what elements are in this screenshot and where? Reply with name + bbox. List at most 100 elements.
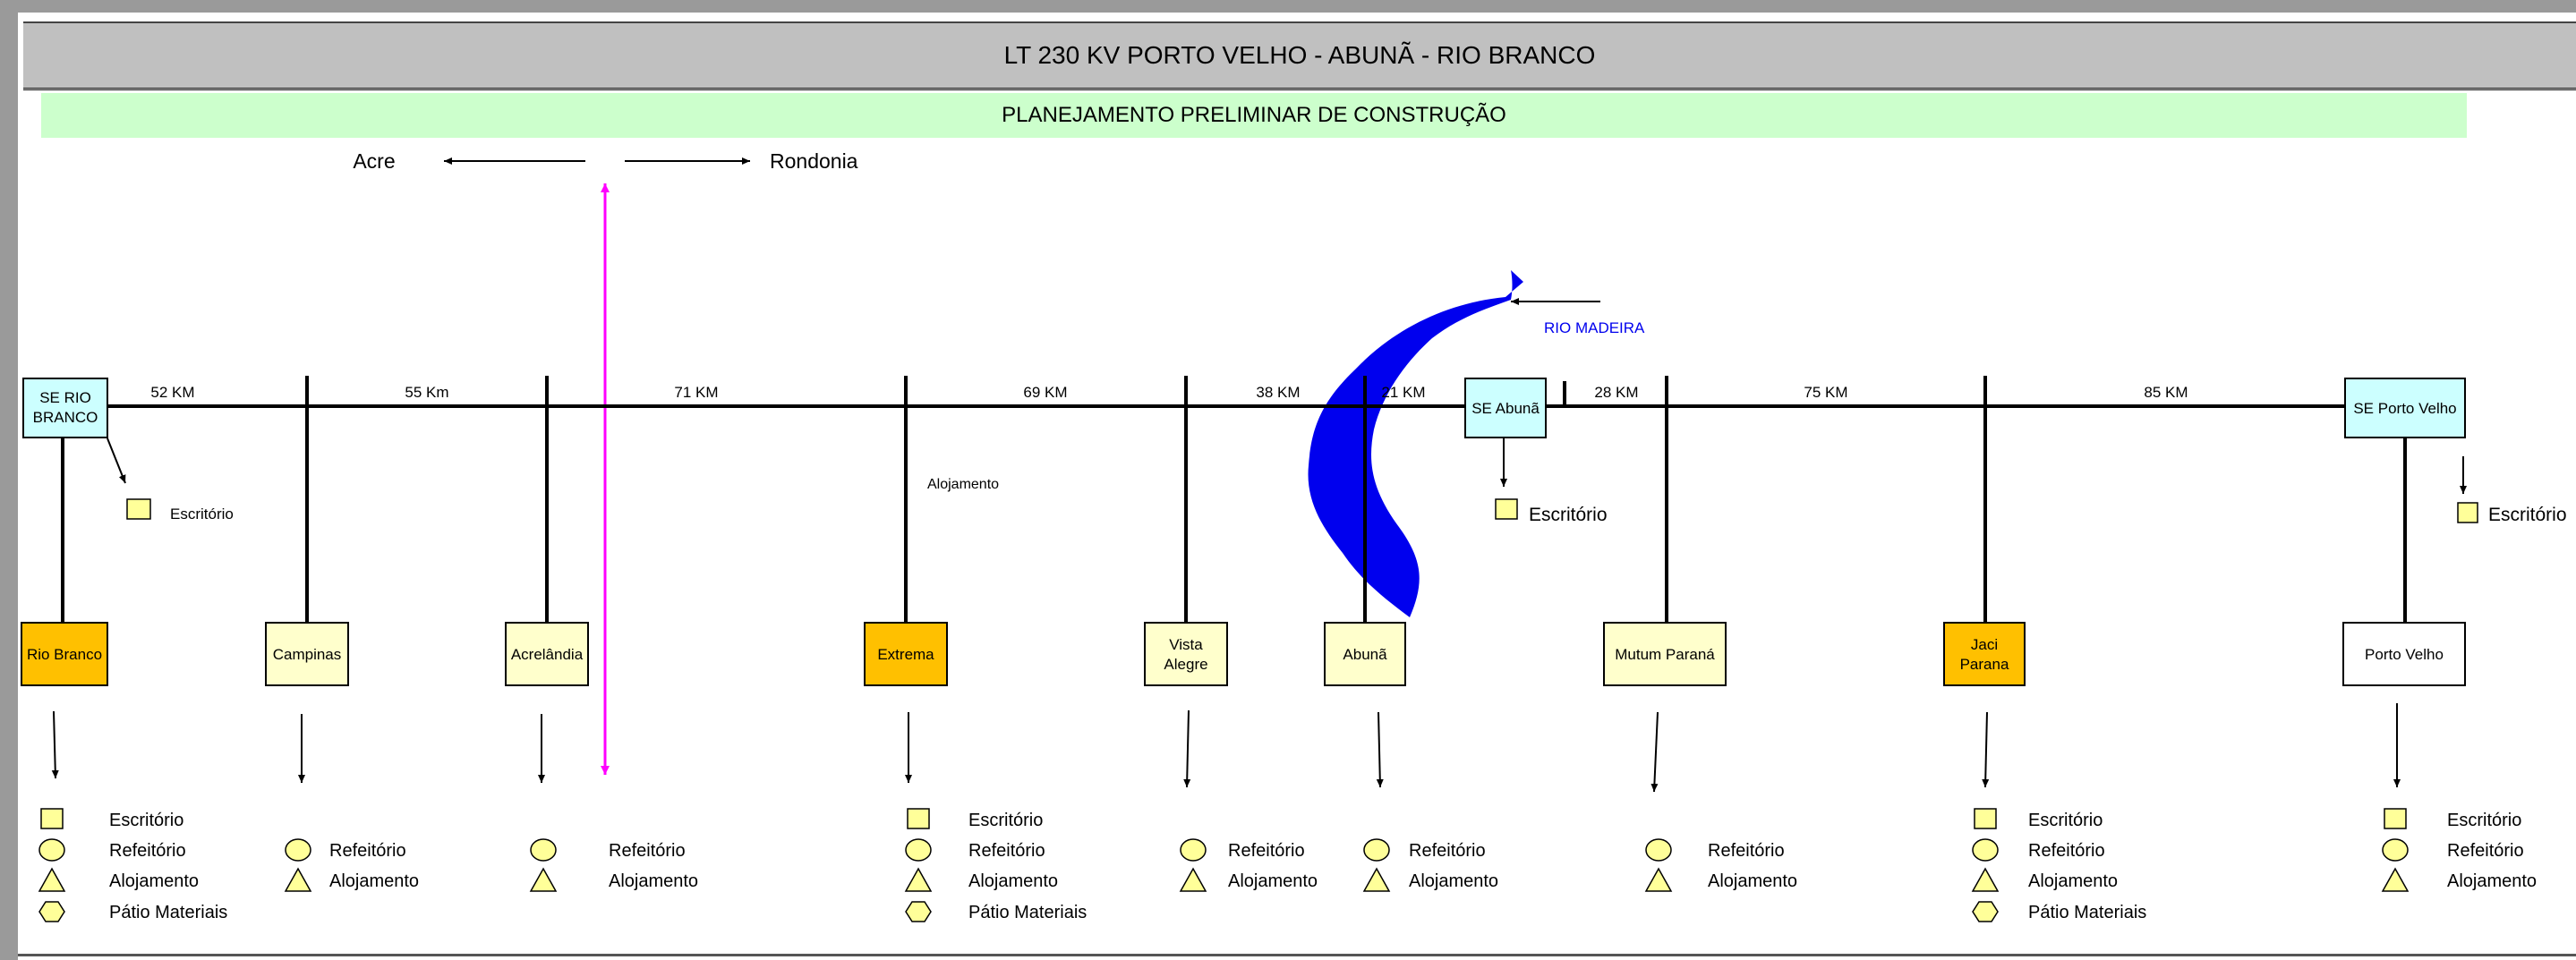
facility-arrow xyxy=(51,710,59,779)
substation-se-rio-branco: SE RIO BRANCO xyxy=(22,378,108,438)
office-label: Escritório xyxy=(2488,505,2567,525)
distance-label: 55 Km xyxy=(405,384,448,401)
town-box xyxy=(505,622,589,686)
office-square-icon xyxy=(2457,502,2478,523)
town-label-line1: Jaci xyxy=(1971,636,1998,653)
substation-label-line1: SE RIO xyxy=(39,389,91,406)
facility-label: Alojamento xyxy=(109,871,199,891)
substation-se-abuna: SE Abunã xyxy=(1464,378,1547,438)
refeitorio-circle-icon xyxy=(1972,838,1999,862)
town-box xyxy=(1324,622,1406,686)
town-box xyxy=(1144,622,1228,686)
facility-label: Refeitório xyxy=(609,841,686,861)
refeitorio-circle-icon xyxy=(530,838,557,862)
alojamento-triangle-icon xyxy=(2381,867,2410,892)
facility-label: Escritório xyxy=(2028,811,2103,830)
office-square-icon xyxy=(40,808,64,829)
distance-label: 21 KM xyxy=(1381,384,1425,401)
page-title: LT 230 KV PORTO VELHO - ABUNÃ - RIO BRAN… xyxy=(23,21,2576,90)
town-label: Abunã xyxy=(1343,646,1387,663)
office-label: Escritório xyxy=(170,505,234,522)
patio-hexagon-icon xyxy=(905,901,932,922)
page-subtitle: PLANEJAMENTO PRELIMINAR DE CONSTRUÇÃO xyxy=(41,93,2467,138)
alojamento-triangle-icon xyxy=(904,867,933,892)
river-madeira-shape xyxy=(1308,270,1523,617)
substation-label: SE Abunã xyxy=(1471,400,1540,417)
facility-label: Refeitório xyxy=(1708,841,1785,861)
distance-label: 52 KM xyxy=(150,384,194,401)
distance-label: 75 KM xyxy=(1804,384,1847,401)
town-label: Rio Branco xyxy=(27,646,102,663)
town-label-line1: Vista xyxy=(1169,636,1203,653)
town-extrema: ExtremaEscritórioRefeitórioAlojamentoPát… xyxy=(864,622,1087,922)
town-box xyxy=(1603,622,1727,686)
facility-label: Alojamento xyxy=(1228,871,1318,891)
facility-label: Pátio Materiais xyxy=(968,903,1087,922)
town-box xyxy=(2342,622,2466,686)
alojamento-note: Alojamento xyxy=(927,477,999,492)
town-label-line2: Parana xyxy=(1960,656,2009,673)
facility-label: Pátio Materiais xyxy=(109,903,227,922)
substation-label: SE Porto Velho xyxy=(2353,400,2456,417)
town-porto-velho: Porto VelhoEscritórioRefeitórioAlojament… xyxy=(2342,622,2537,892)
patio-hexagon-icon xyxy=(38,901,65,922)
facility-label: Alojamento xyxy=(968,871,1058,891)
alojamento-triangle-icon xyxy=(38,867,66,892)
town-label-line2: Alegre xyxy=(1164,656,1207,673)
town-label: Porto Velho xyxy=(2365,646,2444,663)
patio-hexagon-icon xyxy=(1972,901,1999,922)
refeitorio-circle-icon xyxy=(1645,838,1672,862)
office-square-icon xyxy=(2384,808,2407,829)
substation-se-porto-velho: SE Porto Velho xyxy=(2344,378,2466,438)
facility-label: Alojamento xyxy=(329,871,419,891)
refeitorio-circle-icon xyxy=(38,838,65,862)
office-square-icon xyxy=(126,498,151,520)
alojamento-triangle-icon xyxy=(1971,867,2000,892)
facility-arrow xyxy=(1982,711,1990,788)
office-arrow xyxy=(107,438,126,484)
town-box xyxy=(864,622,948,686)
distance-label: 71 KM xyxy=(674,384,718,401)
facility-label: Pátio Materiais xyxy=(2028,903,2146,922)
substation-label-line2: BRANCO xyxy=(33,409,98,426)
refeitorio-circle-icon xyxy=(1363,838,1390,862)
facility-label: Alojamento xyxy=(609,871,698,891)
town-box xyxy=(265,622,349,686)
distance-label: 38 KM xyxy=(1256,384,1300,401)
facility-arrow xyxy=(1651,711,1659,793)
office-square-icon xyxy=(1974,808,1997,829)
town-box xyxy=(1943,622,2026,686)
alojamento-triangle-icon xyxy=(1362,867,1391,892)
facility-label: Refeitório xyxy=(2028,841,2105,861)
facility-label: Alojamento xyxy=(2447,871,2537,891)
bottom-divider xyxy=(18,954,2576,956)
towns: Rio BrancoEscritórioRefeitórioAlojamento… xyxy=(21,622,2537,922)
alojamento-triangle-icon xyxy=(284,867,312,892)
refeitorio-circle-icon xyxy=(905,838,932,862)
office-square-icon xyxy=(907,808,930,829)
alojamento-triangle-icon xyxy=(529,867,558,892)
title-text: LT 230 KV PORTO VELHO - ABUNÃ - RIO BRAN… xyxy=(1003,41,1596,69)
river-label: RIO MADEIRA xyxy=(1544,319,1645,336)
facility-label: Refeitório xyxy=(109,841,186,861)
facility-label: Refeitório xyxy=(329,841,406,861)
facility-label: Refeitório xyxy=(1228,841,1305,861)
town-label: Extrema xyxy=(877,646,934,663)
facility-label: Escritório xyxy=(109,811,183,830)
town-label: Acrelândia xyxy=(511,646,584,663)
facility-label: Escritório xyxy=(968,811,1043,830)
distance-label: 69 KM xyxy=(1023,384,1067,401)
office-label: Escritório xyxy=(1529,505,1608,525)
facility-label: Alojamento xyxy=(1708,871,1797,891)
refeitorio-circle-icon xyxy=(1180,838,1207,862)
alojamento-triangle-icon xyxy=(1179,867,1207,892)
town-label: Campinas xyxy=(273,646,342,663)
facility-label: Alojamento xyxy=(1409,871,1498,891)
facility-arrow xyxy=(1183,709,1191,788)
